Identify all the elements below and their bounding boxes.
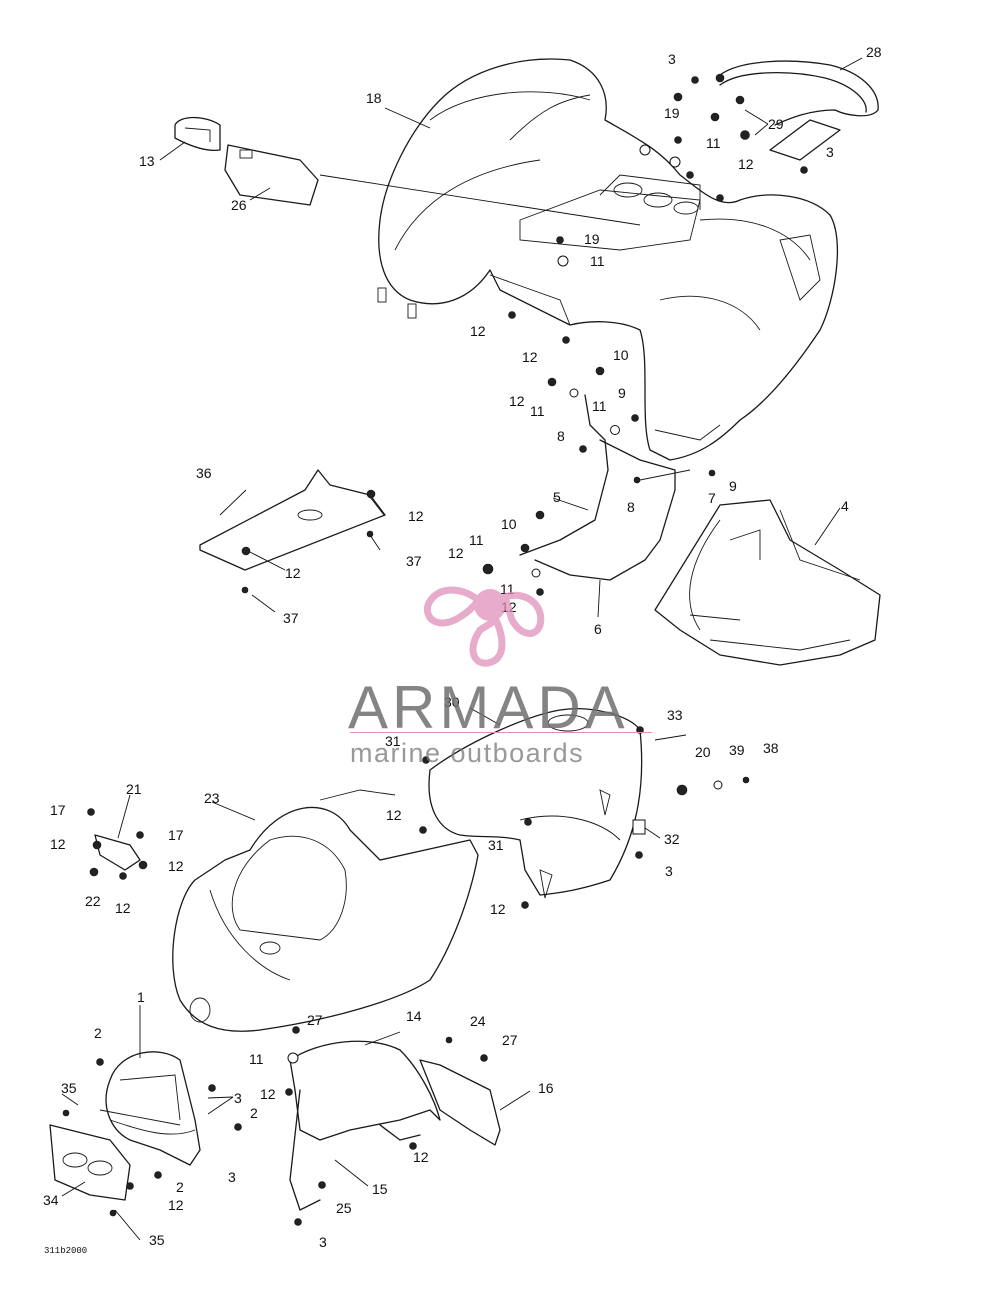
callout-4: 4 <box>841 498 849 514</box>
part-heat-shield <box>199 469 386 571</box>
callout-15: 15 <box>372 1181 388 1197</box>
callout-3: 3 <box>319 1234 327 1250</box>
callout-5: 5 <box>553 489 561 505</box>
part-bracket <box>94 834 141 871</box>
callout-12: 12 <box>522 349 538 365</box>
callouts: 1 2 2 2 3 3 3 3 3 3 4 5 6 7 8 8 9 9 10 1… <box>43 44 882 1250</box>
callout-35: 35 <box>149 1232 165 1248</box>
callout-11: 11 <box>590 253 605 269</box>
watermark: ARMADA marine outboards <box>300 575 700 775</box>
callout-1: 1 <box>137 989 145 1005</box>
callout-8: 8 <box>557 428 565 444</box>
callout-12: 12 <box>509 393 525 409</box>
callout-3: 3 <box>668 51 676 67</box>
callout-16: 16 <box>538 1080 554 1096</box>
callout-12: 12 <box>50 836 66 852</box>
callout-3: 3 <box>234 1090 242 1106</box>
callout-38: 38 <box>763 740 779 756</box>
part-fuel-tank-cover <box>428 708 643 899</box>
callout-11: 11 <box>249 1051 264 1067</box>
callout-2: 2 <box>94 1025 102 1041</box>
callout-11: 11 <box>592 398 607 414</box>
callout-8: 8 <box>627 499 635 515</box>
callout-3: 3 <box>228 1169 236 1185</box>
callout-26: 26 <box>231 197 247 213</box>
callout-34: 34 <box>43 1192 59 1208</box>
propeller-icon <box>423 586 545 667</box>
callout-12: 12 <box>168 1197 184 1213</box>
callout-19: 19 <box>664 105 680 121</box>
part-front-bumper <box>49 1051 201 1201</box>
callout-2: 2 <box>176 1179 184 1195</box>
callout-12: 12 <box>115 900 131 916</box>
callout-12: 12 <box>490 901 506 917</box>
callout-11: 11 <box>530 403 545 419</box>
watermark-tagline: marine outboards <box>350 738 585 768</box>
callout-17: 17 <box>50 802 66 818</box>
callout-20: 20 <box>695 744 711 760</box>
callout-12: 12 <box>168 858 184 874</box>
drawing-number: 311b2000 <box>44 1246 88 1256</box>
callout-13: 13 <box>139 153 155 169</box>
callout-37: 37 <box>283 610 299 626</box>
callout-37: 37 <box>406 553 422 569</box>
callout-17: 17 <box>168 827 184 843</box>
callout-2: 2 <box>250 1105 258 1121</box>
callout-11: 11 <box>469 532 484 548</box>
callout-14: 14 <box>406 1008 422 1024</box>
watermark-rule <box>350 732 652 733</box>
callout-12: 12 <box>448 545 464 561</box>
callout-6: 6 <box>594 621 602 637</box>
callout-9: 9 <box>618 385 626 401</box>
part-rods <box>519 394 691 581</box>
callout-9: 9 <box>729 478 737 494</box>
callout-31: 31 <box>488 837 504 853</box>
callout-27: 27 <box>307 1012 323 1028</box>
callout-12: 12 <box>408 508 424 524</box>
hardware <box>62 73 808 1226</box>
callout-27: 27 <box>502 1032 518 1048</box>
callout-28: 28 <box>866 44 882 60</box>
part-tail-support <box>224 144 319 206</box>
callout-12: 12 <box>260 1086 276 1102</box>
callout-12: 12 <box>738 156 754 172</box>
callout-12: 12 <box>470 323 486 339</box>
callout-10: 10 <box>613 347 629 363</box>
callout-18: 18 <box>366 90 382 106</box>
callout-25: 25 <box>336 1200 352 1216</box>
callout-32: 32 <box>664 831 680 847</box>
part-front-bracket <box>289 1040 501 1211</box>
callout-31: 31 <box>385 733 401 749</box>
callout-21: 21 <box>126 781 142 797</box>
callout-3: 3 <box>826 144 834 160</box>
part-rear-fender <box>377 58 839 461</box>
callout-12: 12 <box>413 1149 429 1165</box>
callout-33: 33 <box>667 707 683 723</box>
part-footrest <box>654 499 881 666</box>
part-front-fender <box>172 789 479 1032</box>
callout-12: 12 <box>285 565 301 581</box>
watermark-brand: ARMADA <box>348 674 629 741</box>
callout-22: 22 <box>85 893 101 909</box>
callout-36: 36 <box>196 465 212 481</box>
part-rear-rack <box>719 60 879 161</box>
callout-11: 11 <box>706 135 721 151</box>
callout-29: 29 <box>768 116 784 132</box>
callout-39: 39 <box>729 742 745 758</box>
callout-19: 19 <box>584 231 600 247</box>
callout-24: 24 <box>470 1013 486 1029</box>
part-tail-light-cover <box>174 116 221 151</box>
leader-lines <box>61 57 863 1241</box>
callout-12: 12 <box>386 807 402 823</box>
callout-23: 23 <box>204 790 220 806</box>
callout-35: 35 <box>61 1080 77 1096</box>
callout-7: 7 <box>708 490 716 506</box>
callout-10: 10 <box>501 516 517 532</box>
callout-3: 3 <box>665 863 673 879</box>
callout-30: 30 <box>444 694 460 710</box>
